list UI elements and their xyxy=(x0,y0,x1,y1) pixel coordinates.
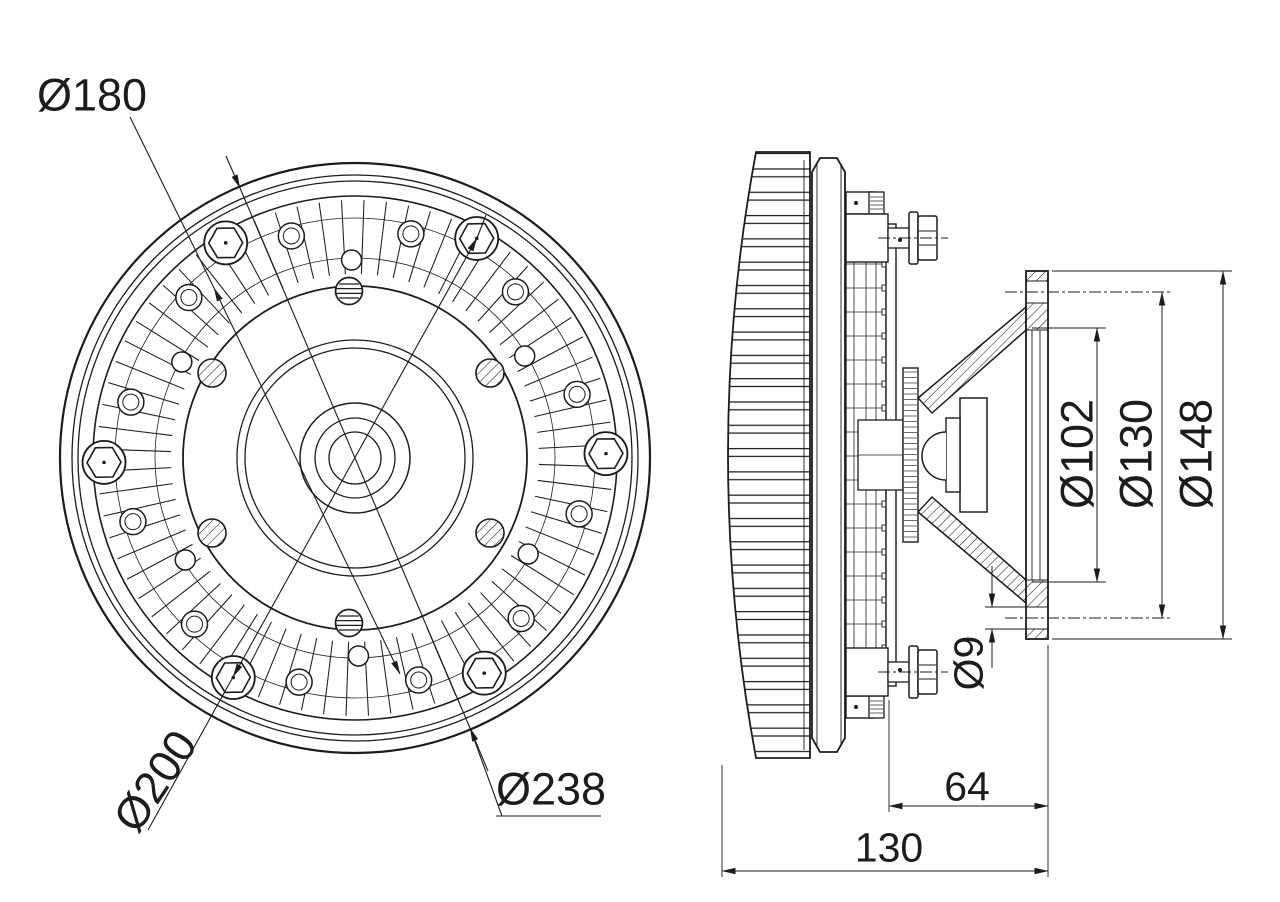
splined-hub xyxy=(902,367,919,543)
threaded-stud xyxy=(868,191,885,215)
shaft-block xyxy=(857,419,904,491)
leader-200 xyxy=(147,676,234,831)
dimension-label-180: Ø180 xyxy=(36,69,148,121)
dimension-label-102: Ø102 xyxy=(1051,398,1103,510)
shaft-dome xyxy=(921,431,947,481)
side-dimension-lines xyxy=(721,270,1232,877)
dimension-label-238: Ø238 xyxy=(495,763,607,815)
front-dimension-lines xyxy=(129,116,601,831)
dimension-label-9: Ø9 xyxy=(945,635,992,691)
leader-200-end xyxy=(476,214,487,239)
dimension-label-130-len: 130 xyxy=(854,824,924,871)
dim-arrow-238-top xyxy=(225,155,241,189)
mounting-bolt-assembly xyxy=(845,191,948,265)
leader-180 xyxy=(129,116,215,289)
dimension-label-130-dia: Ø130 xyxy=(1110,398,1162,510)
clutch-body-plate xyxy=(811,157,846,753)
shaft-hub-steps xyxy=(921,397,988,513)
drive-flange-section xyxy=(1025,270,1049,640)
leader-238 xyxy=(469,727,503,817)
dimension-label-148: Ø148 xyxy=(1170,398,1222,510)
drive-cone-section xyxy=(916,305,1027,605)
side-view xyxy=(727,151,1049,759)
dim-line-238 xyxy=(239,187,471,729)
cooling-fin-stack xyxy=(727,151,811,759)
dimension-label-64: 64 xyxy=(944,763,990,810)
